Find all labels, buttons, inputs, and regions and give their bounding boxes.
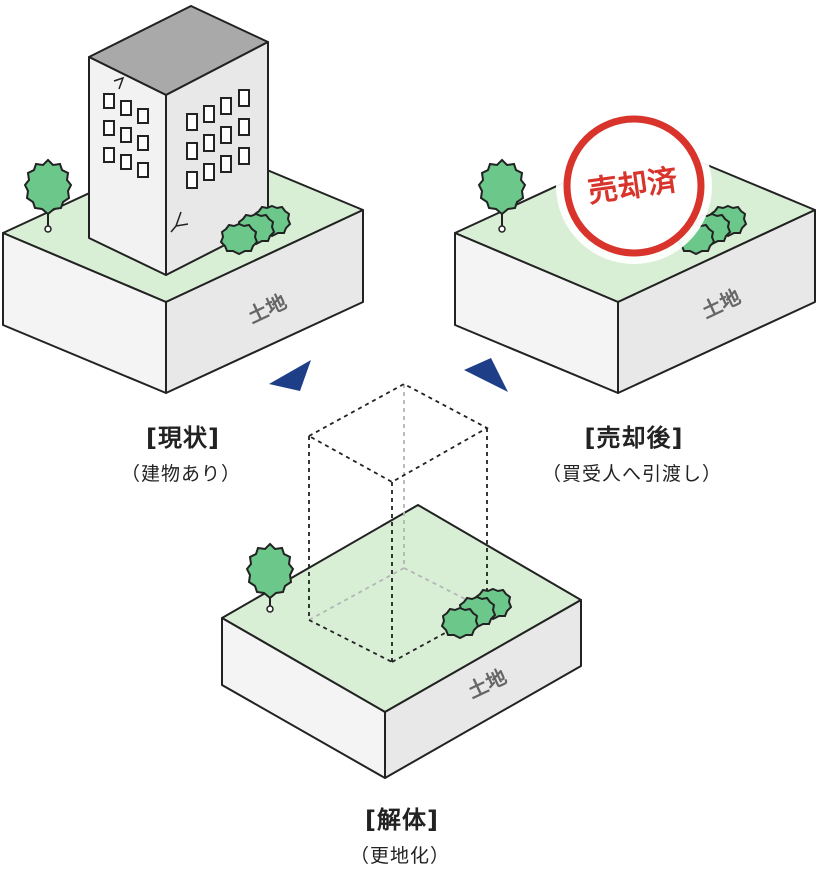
stage-demolition-title: [解体] — [365, 806, 439, 834]
stage-after-sale-illustration: 土地 売却済 — [454, 108, 816, 394]
land-side-right — [384, 599, 582, 779]
stage-current-title: [現状] — [146, 424, 220, 452]
sold-stamp-icon: 売却済 — [556, 108, 712, 264]
triangle-arrow-icon — [269, 360, 311, 391]
building — [88, 5, 269, 276]
stage-current-illustration: 土地 — [2, 5, 364, 394]
tree — [246, 543, 294, 613]
land-block-demolition: 土地 — [221, 504, 582, 779]
building-windows-left — [103, 93, 149, 178]
stage-after-sale-title: [売却後] — [584, 424, 684, 452]
building-crack — [113, 76, 125, 90]
stage-demolition-subtitle: （更地化） — [349, 845, 451, 867]
stage-current-subtitle: （建物あり） — [120, 463, 242, 485]
land-side-right — [165, 209, 364, 394]
stage-after-sale-subtitle: （買受人へ引渡し） — [541, 463, 723, 485]
building-windows-right — [186, 89, 250, 189]
stage-demolition-illustration: 土地 — [221, 382, 582, 779]
tree — [24, 159, 72, 233]
land-side-right — [617, 209, 816, 394]
tree — [478, 159, 526, 233]
building-crack — [170, 211, 189, 233]
triangle-arrow-icon — [464, 358, 508, 392]
